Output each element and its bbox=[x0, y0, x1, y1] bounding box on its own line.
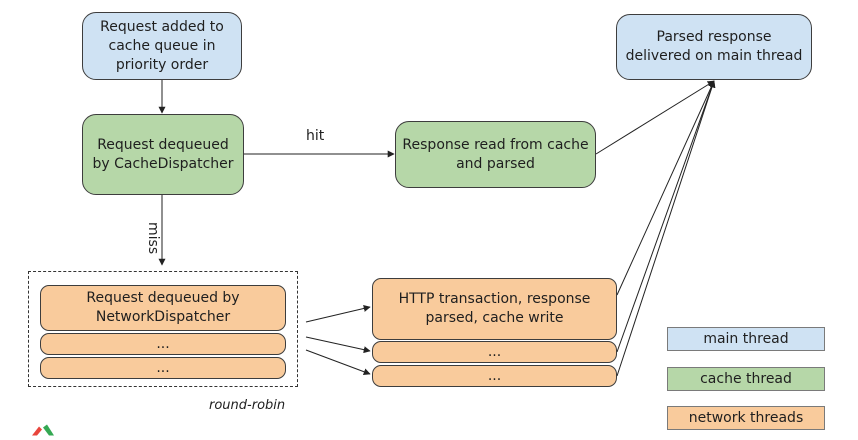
arrow-http-to-main-3 bbox=[616, 80, 716, 377]
node-http-ellipsis-2-label: ... bbox=[487, 367, 502, 384]
group-label-round-robin: round-robin bbox=[209, 398, 286, 413]
node-cache-dequeue: Request dequeued by CacheDispatcher bbox=[82, 114, 244, 195]
node-network-ellipsis-1: ... bbox=[40, 333, 286, 355]
node-response-read-label: Response read from cache and parsed bbox=[402, 136, 589, 172]
diagram-canvas: Request added to cache queue in priority… bbox=[28, 12, 825, 436]
legend-cache-thread: cache thread bbox=[667, 367, 825, 391]
node-network-dequeue: Request dequeued by NetworkDispatcher bbox=[40, 285, 286, 331]
node-http-transaction-label: HTTP transaction, response parsed, cache… bbox=[398, 291, 591, 326]
arrow-network-to-http-1 bbox=[305, 305, 371, 323]
android-logo-icon bbox=[32, 424, 54, 436]
node-network-ellipsis-2: ... bbox=[40, 357, 286, 379]
edge-label-miss: miss bbox=[145, 222, 161, 255]
node-http-transaction: HTTP transaction, response parsed, cache… bbox=[372, 278, 617, 340]
legend-network-threads-label: network threads bbox=[688, 409, 804, 426]
edge-label-hit: hit bbox=[306, 128, 325, 144]
arrow-http-to-main-2 bbox=[616, 80, 716, 353]
node-cache-dequeue-label: Request dequeued by CacheDispatcher bbox=[92, 136, 234, 172]
node-http-ellipsis-1-label: ... bbox=[487, 343, 502, 360]
node-response-read: Response read from cache and parsed bbox=[395, 121, 596, 188]
node-http-ellipsis-1: ... bbox=[372, 341, 617, 363]
node-parsed-delivered: Parsed response delivered on main thread bbox=[616, 14, 812, 80]
node-network-ellipsis-2-label: ... bbox=[156, 359, 170, 376]
legend-main-thread: main thread bbox=[667, 327, 825, 351]
arrow-network-to-http-2 bbox=[305, 336, 371, 354]
legend-main-thread-label: main thread bbox=[703, 330, 789, 347]
node-http-ellipsis-2: ... bbox=[372, 365, 617, 387]
node-request-added-label: Request added to cache queue in priority… bbox=[100, 18, 224, 73]
legend-cache-thread-label: cache thread bbox=[700, 370, 792, 387]
arrow-network-to-http-3 bbox=[305, 349, 371, 376]
node-parsed-delivered-label: Parsed response delivered on main thread bbox=[625, 29, 803, 64]
arrow-http-to-main-1 bbox=[616, 80, 715, 296]
legend-network-threads: network threads bbox=[667, 406, 825, 430]
node-request-added: Request added to cache queue in priority… bbox=[82, 12, 242, 80]
arrow-cache-to-main bbox=[595, 80, 715, 155]
node-network-dequeue-label: Request dequeued by NetworkDispatcher bbox=[86, 290, 240, 325]
connector-layer bbox=[158, 80, 716, 377]
node-network-ellipsis-1-label: ... bbox=[156, 335, 170, 352]
network-dispatcher-group bbox=[28, 271, 298, 387]
